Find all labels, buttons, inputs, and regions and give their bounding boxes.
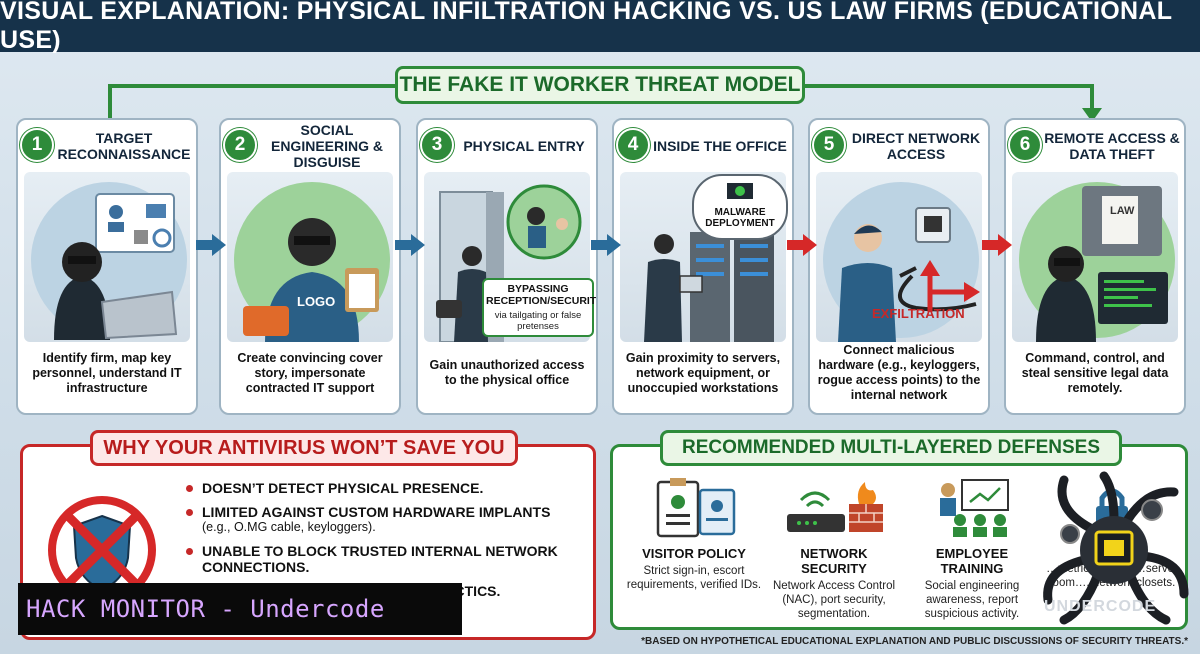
arrow-right-icon — [787, 234, 817, 256]
defenses-title: RECOMMENDED MULTI-LAYERED DEFENSES — [660, 430, 1122, 466]
training-icon — [940, 479, 1009, 537]
defense-text: Strict sign-in, escort requirements, ver… — [626, 565, 762, 591]
malware-monitor-icon — [727, 183, 753, 199]
flow-connector-arrow — [108, 84, 1102, 122]
defense-text: Network Access Control (NAC), port secur… — [772, 580, 896, 620]
callout-subtext: via tailgating or false pretenses — [494, 310, 582, 332]
step-description: Identify firm, map key personnel, unders… — [32, 350, 182, 395]
defense-visitor-policy: VISITOR POLICY Strict sign-in, escort re… — [626, 476, 762, 592]
antivirus-title: WHY YOUR ANTIVIRUS WON’T SAVE YOU — [90, 430, 518, 466]
step-description: Gain unauthorized access to the physical… — [429, 358, 585, 387]
defense-employee-training: EMPLOYEE TRAINING Social engineering awa… — [904, 476, 1040, 621]
bullet-icon — [186, 548, 193, 555]
step-number: 4 — [616, 128, 650, 162]
step-title: DIRECT NETWORK ACCESS — [851, 130, 981, 162]
router-firewall-icon — [787, 482, 883, 532]
step-card-4: 4 INSIDE THE OFFICE MALWARE DEPLOYMENT G… — [612, 118, 794, 415]
list-item: UNABLE TO BLOCK TRUSTED INTERNAL NETWORK… — [186, 543, 586, 575]
list-item: DOESN’T DETECT PHYSICAL PRESENCE. — [186, 480, 586, 496]
defense-network-security: NETWORK SECURITY Network Access Control … — [766, 476, 902, 621]
step-card-5: 5 DIRECT NETWORK ACCESS EXFILTRATION Con… — [808, 118, 990, 415]
list-item: LIMITED AGAINST CUSTOM HARDWARE IMPLANTS… — [186, 504, 586, 535]
arrow-right-icon — [196, 234, 226, 256]
step-card-2: 2 SOCIAL ENGINEERING & DISGUISE LOGO Cre… — [219, 118, 401, 415]
step-number: 2 — [223, 128, 257, 162]
bullet-icon — [186, 485, 193, 492]
arrow-right-icon — [591, 234, 621, 256]
defense-title: NETWORK SECURITY — [800, 546, 868, 576]
undercode-logo-text: UNDERCODE — [1044, 598, 1157, 615]
item-sub: (e.g., O.MG cable, keyloggers). — [202, 520, 376, 534]
shirt-logo-text: LOGO — [297, 294, 335, 309]
step-description: Command, control, and steal sensitive le… — [1021, 350, 1169, 395]
header-bar: VISUAL EXPLANATION: PHYSICAL INFILTRATIO… — [0, 0, 1200, 54]
step-description: Gain proximity to servers, network equip… — [625, 350, 781, 395]
undercode-octopus-logo — [1043, 471, 1189, 625]
antivirus-list: DOESN’T DETECT PHYSICAL PRESENCE. LIMITE… — [186, 480, 586, 607]
hacker-laptop-icon — [24, 172, 190, 342]
callout-malware: MALWARE DEPLOYMENT — [692, 174, 788, 240]
footnote: *BASED ON HYPOTHETICAL EDUCATIONAL EXPLA… — [641, 636, 1188, 647]
callout-title: BYPASSING RECEPTION/SECURITY — [486, 283, 598, 307]
item-main: DOESN’T DETECT PHYSICAL PRESENCE. — [202, 480, 484, 496]
step-number: 3 — [420, 128, 454, 162]
defense-title: VISITOR POLICY — [642, 546, 746, 561]
item-main: LIMITED AGAINST CUSTOM HARDWARE IMPLANTS — [202, 504, 551, 520]
page-title: VISUAL EXPLANATION: PHYSICAL INFILTRATIO… — [0, 0, 1172, 54]
network-port-icon — [816, 172, 982, 342]
step-number: 5 — [812, 128, 846, 162]
step-description: Connect malicious hardware (e.g., keylog… — [817, 343, 981, 402]
step-description: Create convincing cover story, impersona… — [237, 350, 383, 395]
data-theft-icon: LAW — [1012, 172, 1178, 342]
step-title: PHYSICAL ENTRY — [463, 138, 585, 154]
disguised-worker-icon: LOGO — [227, 172, 393, 342]
folder-law-text: LAW — [1110, 205, 1135, 217]
step-title: SOCIAL ENGINEERING & DISGUISE — [270, 122, 383, 170]
step-number: 6 — [1008, 128, 1042, 162]
step-title: REMOTE ACCESS & DATA THEFT — [1044, 130, 1180, 162]
step-card-1: 1 TARGET RECONNAISSANCE Identify firm, m… — [16, 118, 198, 415]
banner-text: HACK MONITOR - Undercode — [26, 595, 385, 623]
defense-title: EMPLOYEE TRAINING — [935, 546, 1009, 576]
hack-monitor-banner: HACK MONITOR - Undercode — [18, 583, 462, 635]
threat-model-title: THE FAKE IT WORKER THREAT MODEL — [395, 66, 805, 104]
step-number: 1 — [20, 128, 54, 162]
callout-title: MALWARE DEPLOYMENT — [705, 207, 775, 229]
arrow-right-icon — [982, 234, 1012, 256]
step-title: TARGET RECONNAISSANCE — [57, 130, 191, 162]
arrow-right-icon — [395, 234, 425, 256]
step-title: INSIDE THE OFFICE — [653, 138, 787, 154]
exfiltration-label: EXFILTRATION — [872, 306, 965, 321]
defense-text: Social engineering awareness, report sus… — [924, 580, 1020, 620]
callout-bypassing: BYPASSING RECEPTION/SECURITY via tailgat… — [482, 278, 598, 337]
step-card-3: 3 PHYSICAL ENTRY BYPASSING RECEPTION/SEC… — [416, 118, 598, 415]
bullet-icon — [186, 509, 193, 516]
item-main: UNABLE TO BLOCK TRUSTED INTERNAL NETWORK… — [202, 543, 558, 575]
step-card-6: 6 REMOTE ACCESS & DATA THEFT LAW Command… — [1004, 118, 1186, 415]
threat-steps: 1 TARGET RECONNAISSANCE Identify firm, m… — [16, 118, 1188, 418]
id-badge-icon — [656, 478, 736, 538]
